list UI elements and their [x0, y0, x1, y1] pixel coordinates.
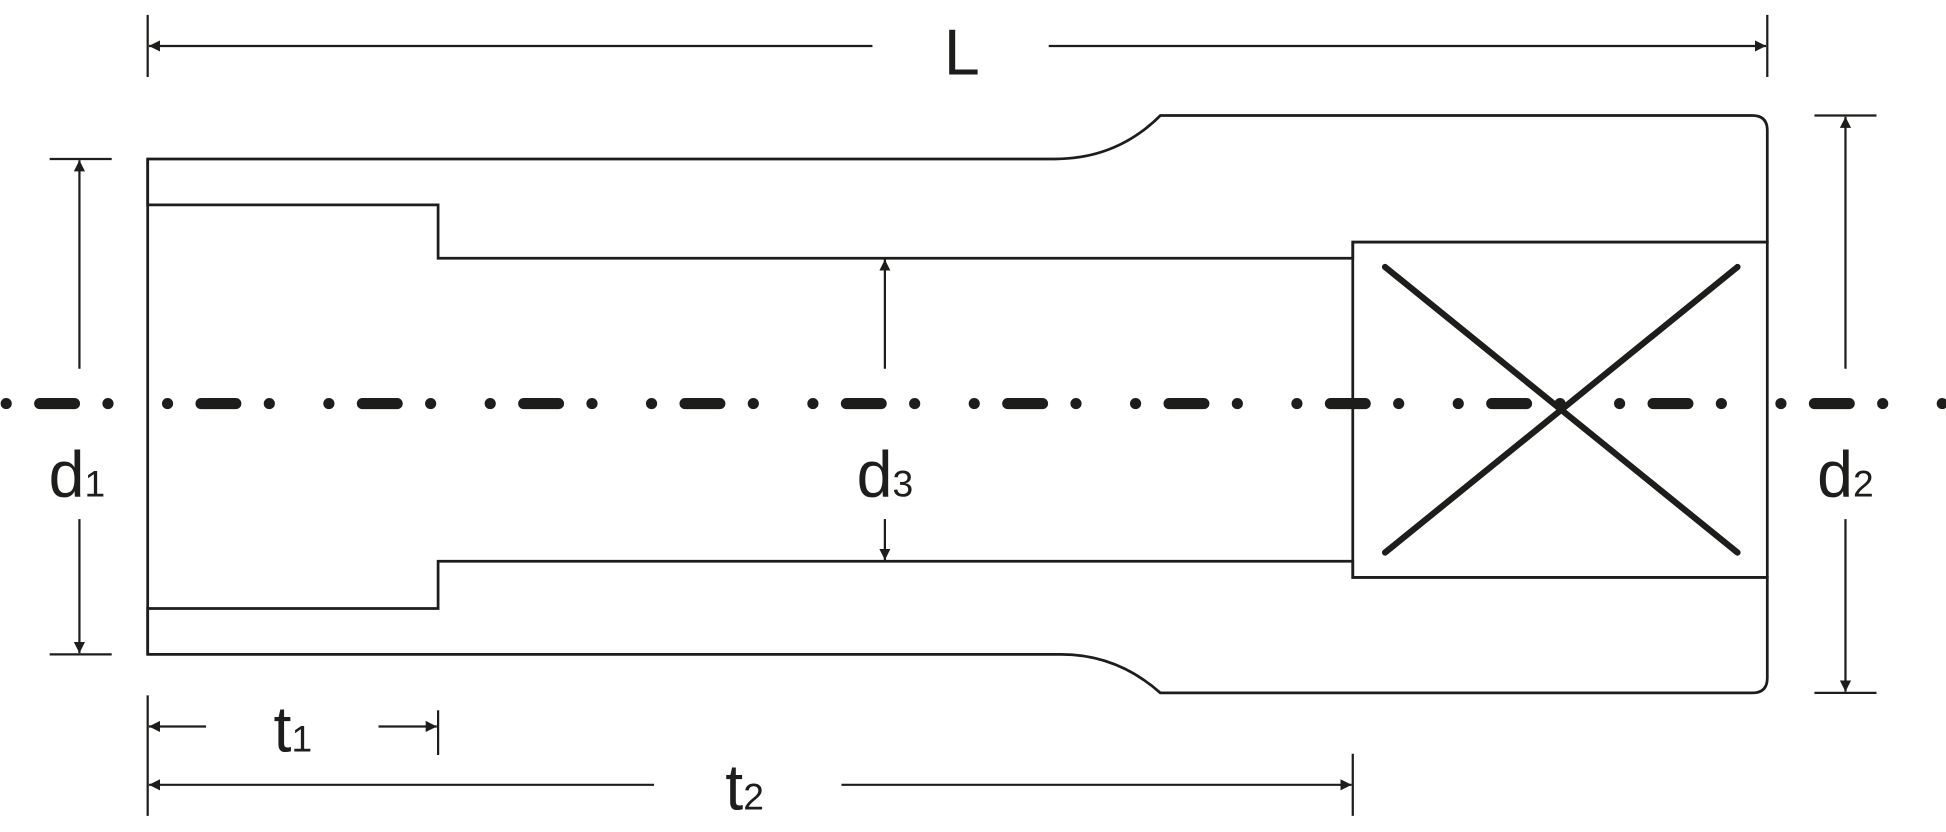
d1-label: d1	[49, 439, 106, 511]
L-label: L	[944, 16, 980, 88]
t2-label: t2	[725, 752, 764, 824]
lower-wall-section	[146, 559, 1769, 695]
d2-label: d2	[1817, 439, 1874, 511]
d3-label: d3	[857, 439, 914, 511]
t1-label: t1	[274, 693, 313, 765]
upper-wall-section	[146, 114, 1769, 260]
square-drive-cross-line	[1381, 263, 1741, 556]
square-drive-recess	[1351, 240, 1769, 579]
